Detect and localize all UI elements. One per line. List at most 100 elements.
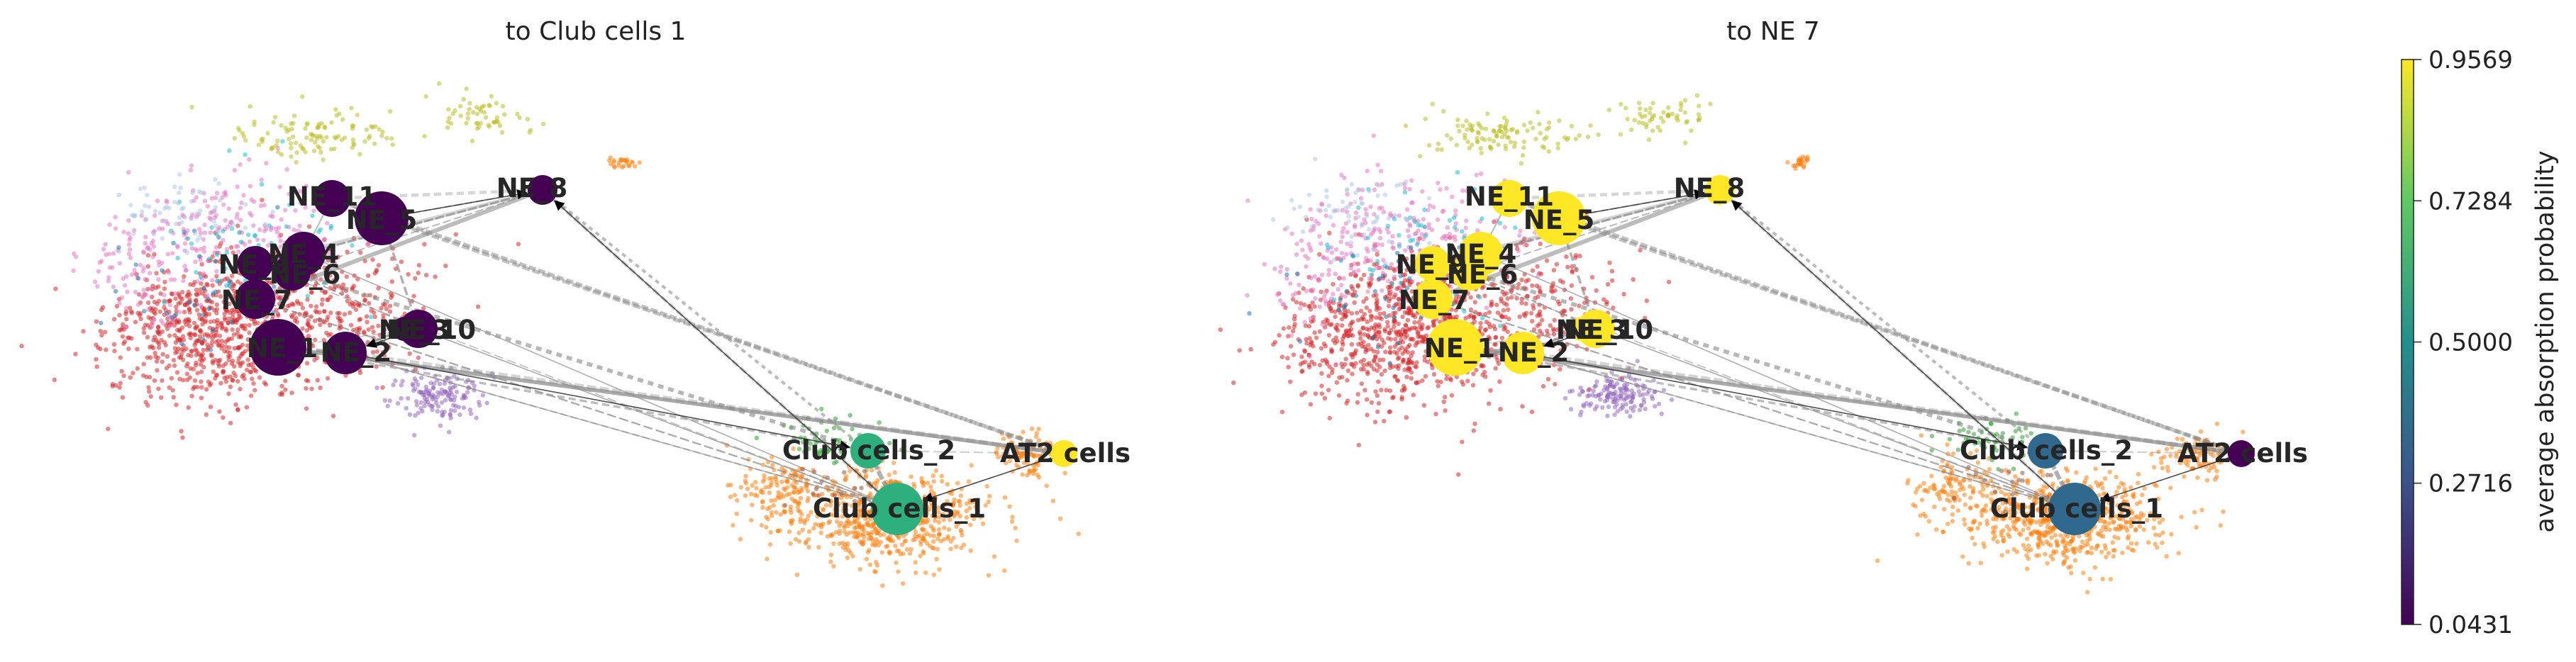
embedding-point [213, 205, 218, 210]
embedding-point [480, 393, 486, 398]
embedding-point [1570, 269, 1575, 275]
embedding-point [223, 266, 228, 271]
embedding-point [1628, 414, 1633, 419]
embedding-point [140, 209, 145, 214]
embedding-point [1514, 130, 1520, 135]
embedding-point [343, 373, 348, 378]
embedding-point [1382, 329, 1388, 334]
embedding-point [816, 544, 821, 550]
embedding-point [128, 247, 133, 252]
embedding-point [1338, 240, 1343, 245]
embedding-point [205, 347, 210, 352]
embedding-point [116, 249, 122, 254]
embedding-point [421, 305, 426, 311]
embedding-point [376, 323, 381, 328]
embedding-point [326, 314, 331, 320]
embedding-point [143, 322, 148, 327]
embedding-point [2085, 542, 2090, 547]
embedding-point [231, 250, 235, 255]
embedding-point [1317, 234, 1322, 239]
embedding-point [947, 511, 952, 517]
embedding-point [754, 486, 759, 490]
embedding-point [1306, 324, 1312, 329]
embedding-point [1443, 395, 1448, 400]
embedding-point [452, 408, 457, 413]
embedding-point [830, 532, 835, 537]
embedding-point [1318, 346, 1324, 351]
embedding-point [797, 509, 803, 514]
embedding-point [407, 412, 413, 417]
embedding-point [942, 525, 947, 530]
embedding-point [1637, 408, 1643, 413]
embedding-point [1010, 515, 1015, 520]
embedding-point [123, 309, 129, 314]
embedding-point [1990, 530, 1995, 535]
embedding-point [1350, 352, 1355, 357]
embedding-point [1336, 303, 1342, 309]
embedding-point [2116, 485, 2121, 490]
embedding-point [1409, 178, 1414, 183]
embedding-point [1368, 281, 1373, 286]
embedding-point [206, 312, 212, 317]
embedding-point [1343, 357, 1348, 361]
embedding-point [1323, 357, 1328, 362]
embedding-point [202, 198, 208, 203]
embedding-point [188, 335, 193, 341]
embedding-point [149, 324, 155, 329]
embedding-point [1669, 397, 1675, 403]
embedding-point [117, 327, 122, 333]
embedding-point [217, 244, 222, 249]
embedding-point [933, 515, 938, 520]
embedding-point [260, 198, 265, 203]
embedding-point [487, 103, 492, 108]
embedding-point [287, 202, 292, 208]
embedding-point [887, 551, 892, 556]
embedding-point [223, 301, 228, 306]
embedding-point [235, 184, 240, 189]
embedding-point [1361, 299, 1366, 304]
node-label: Club cells_2 [782, 435, 955, 466]
embedding-point [222, 311, 227, 317]
embedding-point [1404, 374, 1409, 379]
embedding-point [208, 319, 213, 325]
embedding-point [201, 237, 206, 242]
embedding-point [350, 243, 355, 248]
embedding-point [422, 392, 428, 397]
embedding-point [1640, 392, 1645, 397]
embedding-point [1499, 129, 1504, 134]
embedding-point [251, 223, 256, 228]
embedding-point [1353, 293, 1359, 298]
embedding-point [120, 395, 126, 400]
embedding-point [121, 230, 126, 235]
embedding-point [1470, 383, 1476, 388]
embedding-point [844, 544, 850, 549]
embedding-point [445, 125, 450, 130]
embedding-point [181, 337, 187, 342]
embedding-point [1435, 217, 1440, 223]
embedding-point [248, 393, 254, 398]
embedding-point [1353, 232, 1358, 237]
embedding-point [231, 269, 236, 274]
embedding-point [121, 276, 126, 281]
embedding-point [967, 505, 972, 511]
embedding-point [152, 299, 157, 305]
embedding-point [246, 232, 251, 237]
embedding-point [135, 310, 140, 315]
embedding-point [321, 139, 326, 144]
embedding-point [2114, 527, 2120, 532]
embedding-point [141, 288, 146, 293]
embedding-point [142, 185, 147, 191]
embedding-point [171, 357, 177, 363]
embedding-point [804, 517, 810, 522]
embedding-point [1373, 389, 1378, 394]
embedding-point [1402, 190, 1408, 195]
embedding-point [1013, 525, 1018, 531]
embedding-point [313, 140, 318, 145]
embedding-point [219, 322, 224, 327]
embedding-point [1628, 399, 1633, 404]
embedding-point [783, 510, 788, 515]
embedding-point [328, 247, 333, 252]
embedding-point [223, 326, 228, 332]
embedding-point [238, 240, 243, 245]
embedding-point [933, 468, 939, 473]
